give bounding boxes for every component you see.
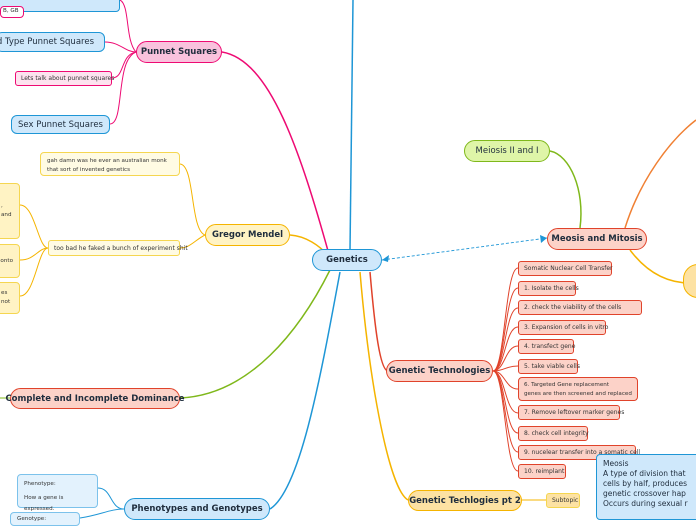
punnet-child-top-partial[interactable] bbox=[0, 0, 120, 12]
mendel-note-faked[interactable]: too bad he faked a bunch of experiment s… bbox=[48, 240, 188, 256]
mendel-note-faked-text: too bad he faked a bunch of experiment s… bbox=[54, 244, 188, 252]
topic-phenotypes-label: Phenotypes and Genotypes bbox=[131, 504, 263, 514]
subtopic-blood-type-label: lood Type Punnet Squares bbox=[0, 37, 94, 47]
subtopic-sex-punnet-label: Sex Punnet Squares bbox=[18, 119, 103, 130]
topic-dominance-label: Complete and Incomplete Dominance bbox=[5, 393, 185, 404]
tech-step-3[interactable]: 3. Expansion of cells in vitro bbox=[518, 320, 608, 335]
connector-top bbox=[349, 0, 354, 251]
meiosis-note-line-2: cells by half, produces bbox=[603, 479, 688, 488]
subtopic-lets-talk-punnet[interactable]: Lets talk about punnet squares bbox=[15, 71, 115, 86]
connector-dominance bbox=[179, 269, 331, 399]
subtopic-lets-talk-label: Lets talk about punnet squares bbox=[21, 75, 115, 82]
connector-mitosis bbox=[381, 237, 548, 261]
connector-punnet bbox=[221, 51, 331, 259]
phenotype-note[interactable]: Phenotype: How a gene is expressed. bbox=[17, 474, 98, 512]
topic-genetic-technologies[interactable]: Genetic Technologies bbox=[386, 360, 493, 382]
mendel-partial-1[interactable]: , and bbox=[0, 183, 20, 239]
topic-tech-label: Genetic Technologies bbox=[388, 366, 491, 376]
punnet-partial-text: B, GB bbox=[0, 6, 24, 18]
mendel-partial-3[interactable]: es not bbox=[0, 282, 20, 314]
tech2-subtopic[interactable]: Subtopic bbox=[546, 493, 580, 508]
topic-punnet-label: Punnet Squares bbox=[140, 47, 218, 57]
mendel-note-monk[interactable]: gah damn was he ever an australian monk … bbox=[40, 152, 180, 176]
tech-step-7[interactable]: 7. Remove leftover marker genes bbox=[518, 405, 624, 420]
arrowhead-right bbox=[540, 235, 547, 243]
topic-genetic-techlogies-pt2[interactable]: Genetic Techlogies pt 2 bbox=[408, 490, 522, 511]
tech-step-5[interactable]: 5. take viable cells bbox=[518, 359, 580, 374]
tech-step-8[interactable]: 8. check cell integrity bbox=[518, 426, 589, 441]
phenotype-definition: How a gene is expressed. bbox=[24, 495, 64, 512]
connector-tech2 bbox=[359, 271, 409, 501]
topic-meiosis2-label: Meiosis II and I bbox=[475, 146, 539, 156]
tech-step-4[interactable]: 4. transfect gene bbox=[518, 339, 575, 354]
meiosis-definition-note[interactable]: Meosis A type of division that cells by … bbox=[596, 454, 696, 520]
meiosis-note-line-4: Occurs during sexual r bbox=[603, 499, 688, 508]
connector-phenotypes bbox=[269, 271, 341, 510]
meiosis-note-line-1: A type of division that bbox=[603, 469, 686, 478]
phenotype-title: Phenotype: bbox=[24, 481, 56, 487]
subtopic-sex-punnet[interactable]: Sex Punnet Squares bbox=[11, 115, 110, 134]
tech-step-2[interactable]: 2. check the viability of the cells bbox=[518, 300, 642, 315]
tech-step-10[interactable]: 10. reimplant bbox=[518, 464, 566, 479]
topic-mitosis-label: Meosis and Mitosis bbox=[551, 234, 643, 244]
mendel-note-monk-text: gah damn was he ever an australian monk … bbox=[47, 158, 167, 173]
meiosis-note-line-3: genetic crossover hap bbox=[603, 489, 686, 498]
topic-gregor-mendel[interactable]: Gregor Mendel bbox=[205, 224, 290, 246]
central-topic-genetics[interactable]: Genetics bbox=[312, 249, 382, 271]
topic-meiosis-mitosis[interactable]: Meosis and Mitosis bbox=[547, 228, 647, 250]
topic-punnet-squares[interactable]: Punnet Squares bbox=[136, 41, 222, 63]
connector-tech bbox=[369, 271, 389, 372]
tech-step-somatic[interactable]: Somatic Nuclear Cell Transfer bbox=[518, 261, 612, 276]
topic-mendel-label: Gregor Mendel bbox=[211, 230, 284, 240]
topic-meiosis-2-and-1[interactable]: Meiosis II and I bbox=[464, 140, 550, 162]
arrowhead-left bbox=[382, 255, 389, 262]
mendel-partial-2[interactable]: onto bbox=[0, 244, 20, 278]
topic-tech2-label: Genetic Techlogies pt 2 bbox=[409, 495, 521, 506]
tech-step-1[interactable]: 1. Isolate the cells bbox=[518, 281, 579, 296]
central-topic-label: Genetics bbox=[326, 255, 368, 265]
topic-dominance[interactable]: Complete and Incomplete Dominance bbox=[5, 388, 185, 409]
tech-step-6[interactable]: 6. Targeted Gene replacement genes are t… bbox=[518, 377, 638, 401]
genotype-title: Genotype: bbox=[17, 516, 47, 522]
topic-phenotypes-genotypes[interactable]: Phenotypes and Genotypes bbox=[124, 498, 270, 520]
subtopic-blood-type-punnet[interactable]: lood Type Punnet Squares bbox=[0, 32, 105, 52]
meiosis-note-title: Meosis bbox=[603, 459, 629, 468]
genotype-note-partial[interactable]: Genotype: bbox=[10, 512, 80, 526]
